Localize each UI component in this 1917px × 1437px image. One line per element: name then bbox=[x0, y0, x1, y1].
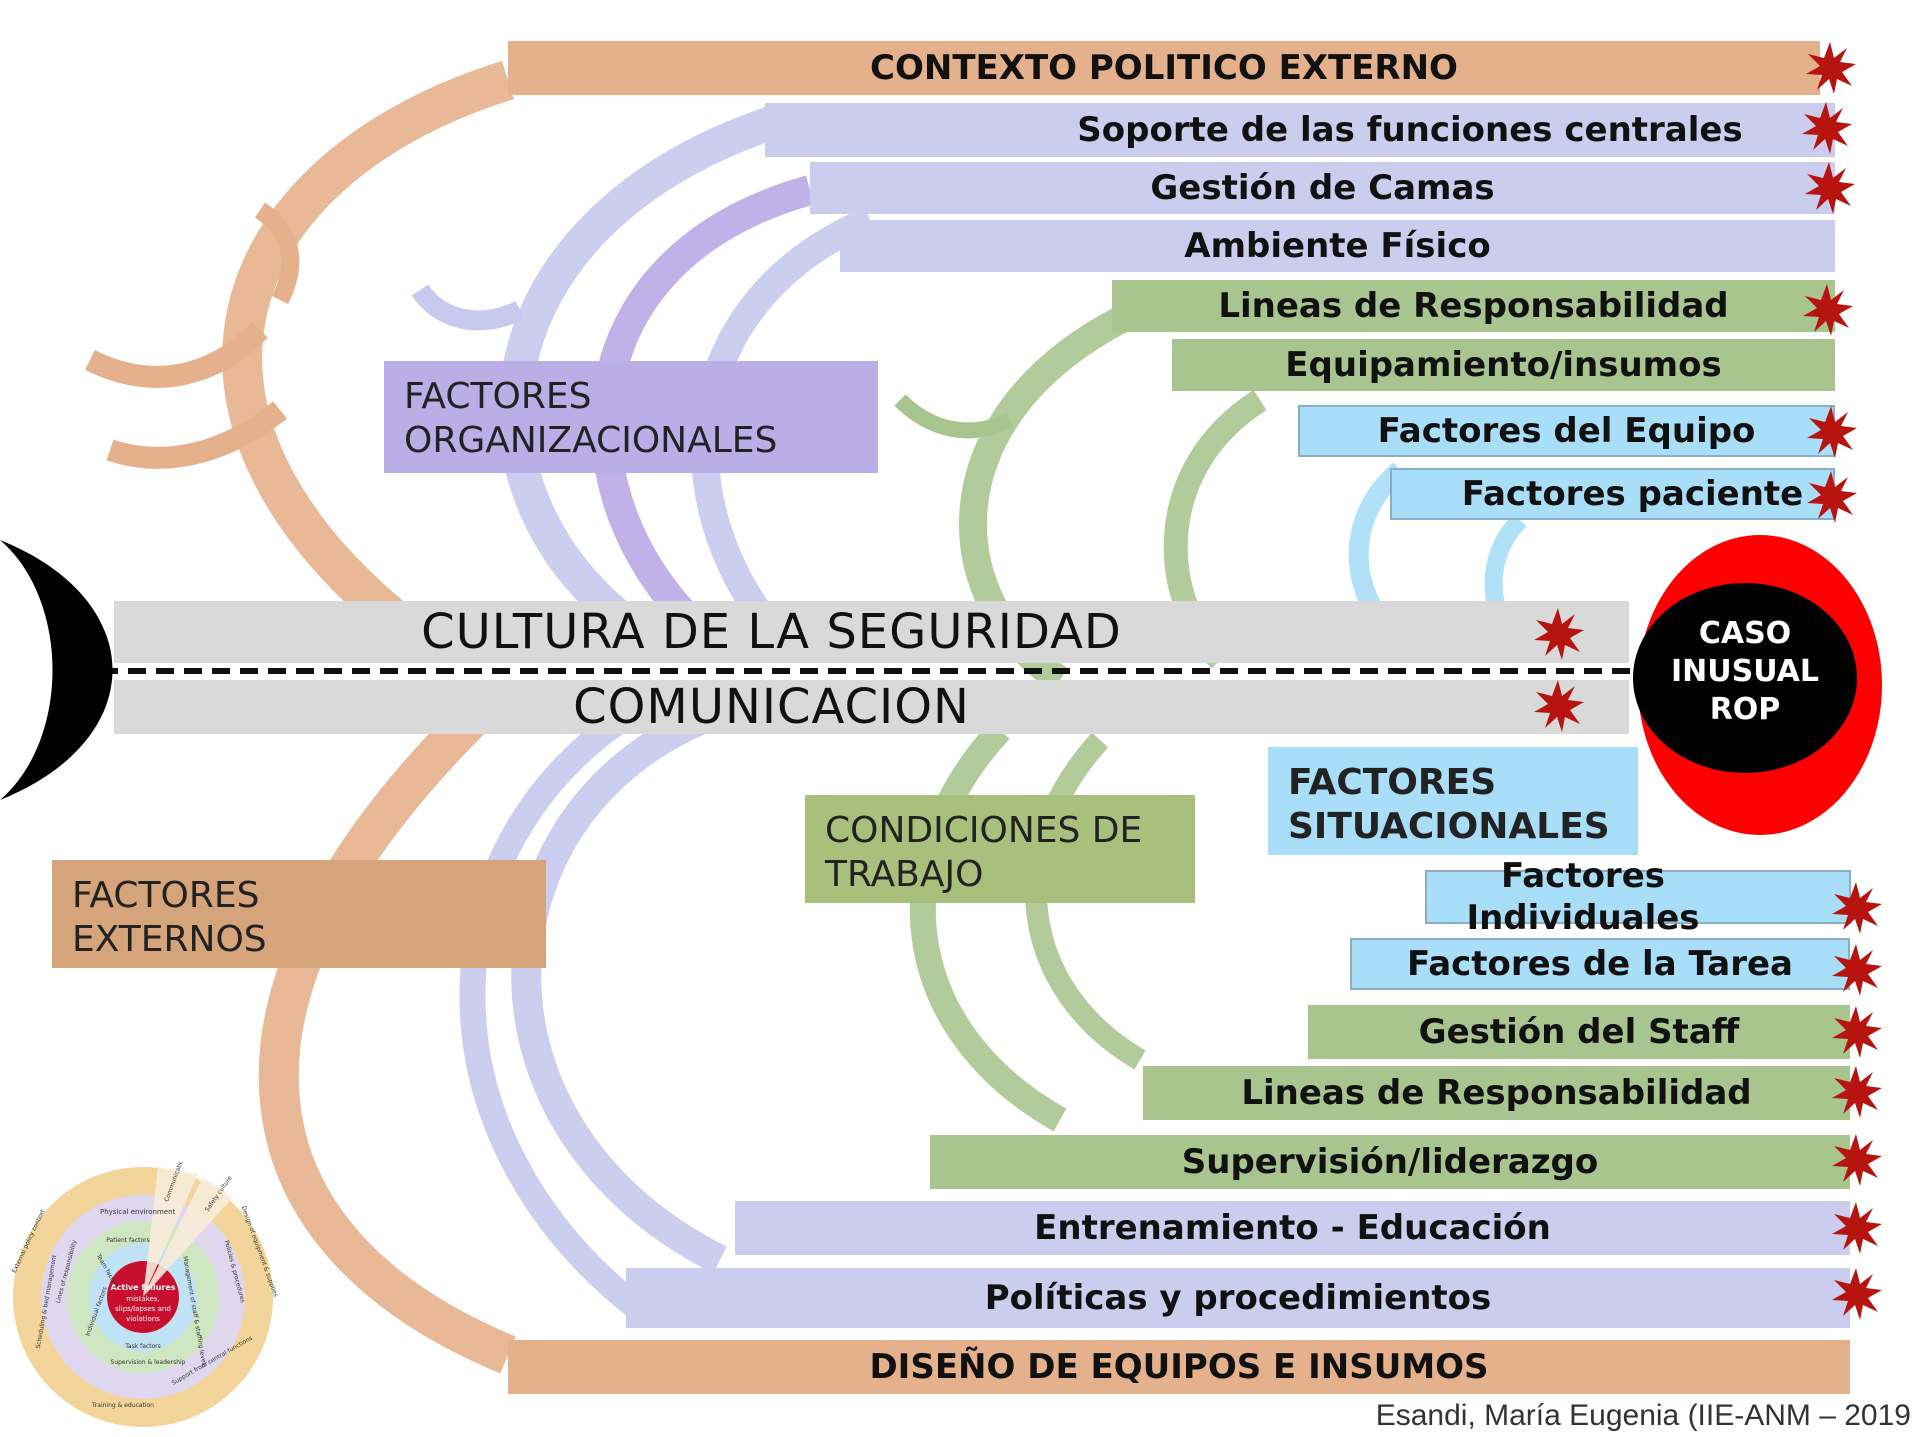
bar-entrenamiento: Entrenamiento - Educación bbox=[735, 1201, 1850, 1255]
wheel-label: Supervision & leadership bbox=[111, 1359, 186, 1366]
star-icon bbox=[1832, 1134, 1882, 1186]
star-icon bbox=[1534, 680, 1584, 732]
bar-politicas: Políticas y procedimientos bbox=[626, 1268, 1850, 1328]
spine-cultura-seguridad: CULTURA DE LA SEGURIDAD bbox=[114, 601, 1629, 663]
bar-factores-tarea: Factores de la Tarea bbox=[1350, 938, 1850, 990]
wheel-center-line-1: Active failures bbox=[110, 1283, 175, 1292]
outcome-line-2: INUSUAL bbox=[1670, 654, 1819, 689]
wheel-center-line-3: slips/lapses and bbox=[115, 1305, 171, 1313]
wheel-center-line-2: mistakes, bbox=[126, 1295, 159, 1303]
wheel-label: Task factors bbox=[124, 1343, 161, 1350]
wheel-label: Patient factors bbox=[106, 1237, 150, 1244]
bar-lineas-responsabilidad-top: Lineas de Responsabilidad bbox=[1112, 280, 1835, 332]
bar-equipamiento: Equipamiento/insumos bbox=[1172, 339, 1835, 391]
bar-gestion-camas: Gestión de Camas bbox=[810, 162, 1835, 214]
star-icon bbox=[1807, 471, 1857, 523]
outcome-line-1: CASO bbox=[1698, 616, 1792, 651]
bar-factores-paciente: Factores paciente bbox=[1390, 468, 1835, 520]
outcome-ellipse bbox=[1633, 535, 1882, 835]
star-icon bbox=[1802, 102, 1852, 154]
star-icon bbox=[1832, 1066, 1882, 1118]
bar-lineas-responsabilidad-bottom: Lineas de Responsabilidad bbox=[1143, 1066, 1850, 1120]
star-icon bbox=[1807, 406, 1857, 458]
star-icon bbox=[1832, 1202, 1882, 1254]
framework-wheel-logo: Active failures mistakes, slips/lapses a… bbox=[11, 1162, 278, 1427]
star-icon bbox=[1534, 608, 1584, 660]
bar-soporte-funciones: Soporte de las funciones centrales bbox=[765, 103, 1835, 157]
wheel-label: Training & education bbox=[91, 1402, 154, 1409]
bar-diseno-equipos: DISEÑO DE EQUIPOS E INSUMOS bbox=[508, 1340, 1850, 1394]
star-icon bbox=[1805, 162, 1855, 214]
outcome-label: CASO INUSUAL ROP bbox=[1640, 615, 1850, 729]
star-icon bbox=[1806, 42, 1856, 94]
bar-contexto-politico: CONTEXTO POLITICO EXTERNO bbox=[508, 41, 1820, 95]
star-icon bbox=[1832, 882, 1882, 934]
star-icon bbox=[1832, 944, 1882, 996]
bar-supervision: Supervisión/liderazgo bbox=[930, 1135, 1850, 1189]
fish-tail-shape bbox=[0, 540, 113, 800]
wheel-center-line-4: violations bbox=[126, 1315, 160, 1323]
bar-factores-equipo: Factores del Equipo bbox=[1298, 405, 1835, 457]
bar-ambiente-fisico: Ambiente Físico bbox=[840, 220, 1835, 272]
bar-gestion-staff: Gestión del Staff bbox=[1308, 1005, 1850, 1059]
author-credit: Esandi, María Eugenia (IIE-ANM – 2019 bbox=[1375, 1399, 1911, 1432]
wheel-label: Physical environment bbox=[100, 1208, 176, 1216]
star-icon bbox=[1803, 284, 1853, 336]
spine-comunicacion: COMUNICACION bbox=[114, 679, 1629, 735]
star-icon bbox=[1832, 1268, 1882, 1320]
outcome-line-3: ROP bbox=[1709, 692, 1781, 727]
star-icon bbox=[1832, 1006, 1882, 1058]
